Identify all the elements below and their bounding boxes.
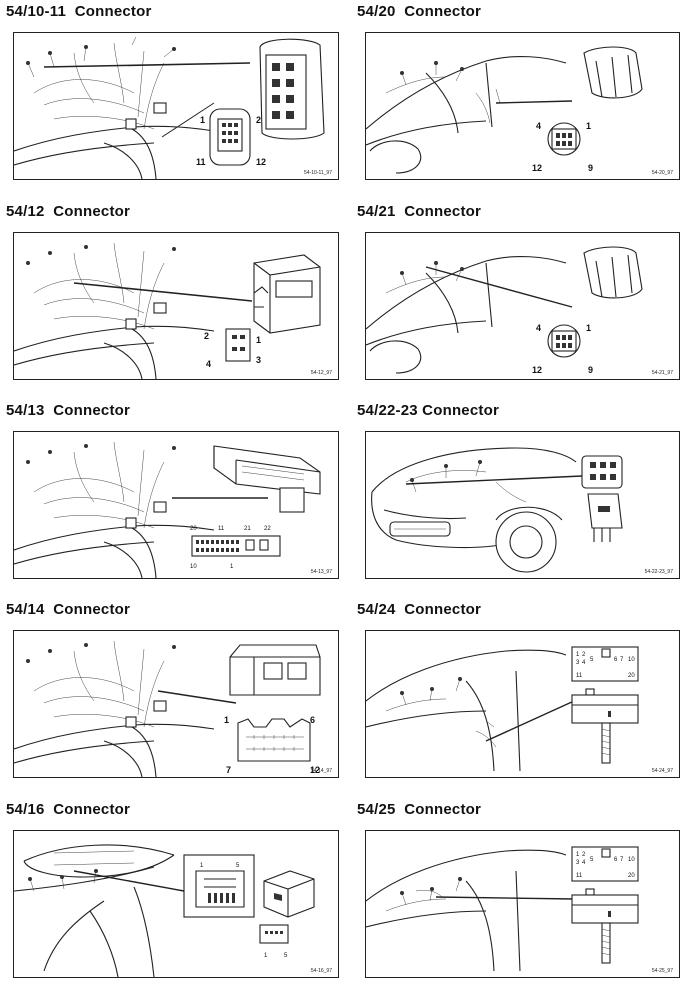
drawing-code: 54-20_97	[651, 170, 673, 176]
cabin-illustration: 1 2 3 4 5 6 7 10 11 20	[366, 846, 639, 972]
pin-label: 5	[590, 657, 594, 663]
drawing-code: 54-10-11_97	[304, 170, 332, 176]
pin-label: 4	[536, 121, 541, 131]
pin-label: 1	[224, 715, 229, 725]
pin-label: 10	[628, 657, 635, 663]
pin-label: 5	[236, 863, 240, 869]
title-54-22-23: 54/22-23 Connector	[357, 402, 499, 419]
pin-label: 6	[614, 657, 618, 663]
panel-54-14: 1 6 7 12 54-14_97	[13, 630, 339, 778]
panel-54-20: 4 1 12 9 54-20_97	[365, 32, 680, 180]
panel-54-25: 1 2 3 4 5 6 7 10 11 20 54-25_97	[365, 830, 680, 978]
drawing-code: 54-25_97	[651, 968, 673, 974]
panel-54-16: 1 5 1 5 54-16_97	[13, 830, 339, 978]
drawing-code: 54-12_97	[310, 370, 332, 376]
pin-label: 9	[588, 163, 593, 173]
pin-label: 7	[620, 857, 624, 863]
pin-label: 11	[576, 673, 583, 679]
panel-54-13: 20 11 21 22 10 1 54-13_97	[13, 431, 339, 579]
drawing-code: 54-24_97	[651, 768, 673, 774]
pin-label: 1	[586, 121, 591, 131]
title-54-10-11: 54/10-11 Connector	[6, 3, 152, 20]
cabin-illustration: 4 1 12 9	[366, 46, 643, 174]
pin-label: 4	[206, 359, 211, 369]
drawing-code: 54-21_97	[651, 370, 673, 376]
pin-label: 1	[264, 953, 268, 959]
pin-label: 20	[190, 526, 197, 532]
pin-label: 2	[204, 331, 209, 341]
pin-label: 1	[200, 115, 205, 125]
pin-label: 2	[582, 852, 586, 858]
pin-label: 22	[264, 526, 271, 532]
pin-label: 5	[590, 857, 594, 863]
pin-label: 10	[190, 564, 197, 570]
drawing-code: 54-13_97	[310, 569, 332, 575]
pin-label: 4	[582, 860, 586, 866]
pin-label: 12	[256, 157, 266, 167]
pin-label: 3	[576, 660, 580, 666]
pin-label: 2	[582, 652, 586, 658]
pin-label: 11	[576, 873, 583, 879]
title-54-21: 54/21 Connector	[357, 203, 482, 220]
cabin-illustration: 4 1 12 9	[366, 246, 643, 375]
pin-label: 20	[628, 673, 635, 679]
drawing-code: 54-16_97	[310, 968, 332, 974]
title-54-24: 54/24 Connector	[357, 601, 482, 618]
pin-label: 1	[200, 863, 204, 869]
pin-label: 1	[256, 335, 261, 345]
title-54-25: 54/25 Connector	[357, 801, 482, 818]
title-54-20: 54/20 Connector	[357, 3, 482, 20]
pin-label: 3	[576, 860, 580, 866]
panel-54-22-23: 54-22-23_97	[365, 431, 680, 579]
title-54-14: 54/14 Connector	[6, 601, 131, 618]
pin-label: 11	[218, 526, 225, 532]
pin-label: 12	[532, 365, 542, 375]
pin-label: 21	[244, 526, 251, 532]
pin-label: 1	[586, 323, 591, 333]
pin-label: 7	[620, 657, 624, 663]
pin-label: 9	[588, 365, 593, 375]
pin-label: 1	[576, 652, 580, 658]
car-front-illustration	[371, 447, 623, 573]
pin-label: 6	[310, 715, 315, 725]
panel-54-21: 4 1 12 9 54-21_97	[365, 232, 680, 380]
pin-label: 1	[230, 564, 234, 570]
pin-label: 3	[256, 355, 261, 365]
pin-label: 1	[576, 852, 580, 858]
title-54-13: 54/13 Connector	[6, 402, 131, 419]
panel-54-24: 1 2 3 4 5 6 7 10 11 20 54-24_97	[365, 630, 680, 778]
pin-label: 12	[532, 163, 542, 173]
pin-label: 7	[226, 765, 231, 775]
title-54-16: 54/16 Connector	[6, 801, 131, 818]
panel-54-10-11: 1 2 11 12 54-10-11_97	[13, 32, 339, 180]
engine-bay-illustration: 1 2 11 12	[14, 36, 325, 179]
engine-bay-illustration: 1 6 7 12	[14, 640, 321, 777]
pin-label: 20	[628, 873, 635, 879]
pin-label: 5	[284, 953, 288, 959]
pin-label: 4	[582, 660, 586, 666]
engine-bay-illustration: 2 1 4 3	[14, 242, 321, 379]
roof-illustration: 1 5 1 5	[14, 844, 315, 977]
panel-54-12: 2 1 4 3 54-12_97	[13, 232, 339, 380]
pin-label: 11	[196, 157, 206, 167]
engine-bay-illustration: 20 11 21 22 10 1	[14, 441, 321, 578]
pin-label: 12	[310, 765, 320, 775]
pin-label: 4	[536, 323, 541, 333]
cabin-illustration: 1 2 3 4 5 6 7 10 11 20	[366, 646, 639, 772]
drawing-code: 54-22-23_97	[644, 569, 673, 575]
pin-label: 6	[614, 857, 618, 863]
drawing-code: 54-14_97	[310, 768, 332, 774]
title-54-12: 54/12 Connector	[6, 203, 131, 220]
pin-label: 2	[256, 115, 261, 125]
pin-label: 10	[628, 857, 635, 863]
